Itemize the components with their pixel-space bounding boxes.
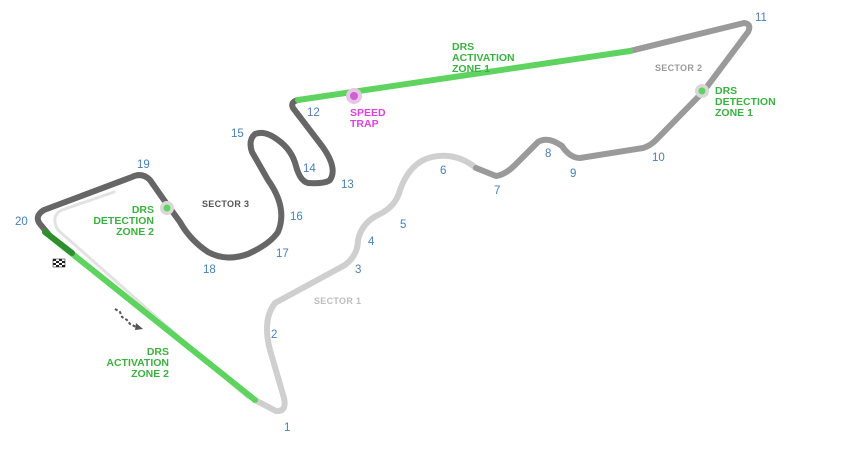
turn-20-label: 20 xyxy=(15,216,28,228)
drs-activation-1-line-1: DRS xyxy=(452,41,474,53)
drs-detection-dot-1 xyxy=(698,87,706,95)
turn-17-label: 17 xyxy=(276,248,289,260)
drs-detection-2-line-2: DETECTION xyxy=(93,215,154,227)
drs-activation-2-line-2: ACTIVATION xyxy=(106,357,169,369)
speed-trap-line-2: TRAP xyxy=(350,118,379,130)
drs-activation-2-line-3: ZONE 2 xyxy=(131,368,169,380)
sector-2-track xyxy=(473,20,753,179)
turn-16-label: 16 xyxy=(290,211,303,223)
drs-detection-dot-2 xyxy=(163,204,171,212)
chequered-flag-icon xyxy=(52,258,66,268)
turn-11-label: 11 xyxy=(755,12,767,24)
turn-4-label: 4 xyxy=(368,236,375,248)
turn-2-label: 2 xyxy=(271,329,277,341)
drs-activation-1-line-2: ACTIVATION xyxy=(452,52,515,64)
drs-detection-1-line-2: DETECTION xyxy=(715,96,776,108)
turn-6-label: 6 xyxy=(440,165,446,177)
sector-3-label: SECTOR 3 xyxy=(202,199,249,209)
drs-detection-zone-2-label: DRS DETECTION ZONE 2 xyxy=(93,204,154,238)
drs-activation-zone-2-label: DRS ACTIVATION ZONE 2 xyxy=(106,346,169,380)
drs-activation-zone-1-label: DRS ACTIVATION ZONE 1 xyxy=(452,41,515,75)
drs-detection-2-line-3: ZONE 2 xyxy=(116,226,154,238)
sector-1-label: SECTOR 1 xyxy=(314,296,361,306)
drs-activation-2-line-1: DRS xyxy=(147,346,169,358)
sector-1-track xyxy=(252,152,479,415)
speed-trap-line-1: SPEED xyxy=(350,107,386,119)
pit-lane xyxy=(53,190,250,400)
drs-detection-1-line-3: ZONE 1 xyxy=(715,107,753,119)
sector-3-track xyxy=(34,97,336,261)
turn-18-label: 18 xyxy=(203,264,216,276)
turn-8-label: 8 xyxy=(545,148,551,160)
turn-13-label: 13 xyxy=(341,179,354,191)
drs-activation-1-line-3: ZONE 1 xyxy=(452,63,490,75)
speed-trap-dot xyxy=(350,92,358,100)
turn-9-label: 9 xyxy=(570,168,576,180)
drs-detection-zone-1-label: DRS DETECTION ZONE 1 xyxy=(715,85,776,119)
drs-activation-zone-2 xyxy=(42,229,258,403)
drs-detection-2-line-1: DRS xyxy=(132,204,154,216)
turn-3-label: 3 xyxy=(355,264,361,276)
turn-1-label: 1 xyxy=(284,422,290,434)
race-direction-arrow-icon xyxy=(114,308,143,330)
start-finish-segment xyxy=(42,229,75,256)
turn-15-label: 15 xyxy=(231,128,244,140)
turn-19-label: 19 xyxy=(137,159,150,171)
turn-12-label: 12 xyxy=(307,107,320,119)
speed-trap-label: SPEED TRAP xyxy=(350,107,386,130)
turn-5-label: 5 xyxy=(400,219,406,231)
turn-14-label: 14 xyxy=(303,163,316,175)
turn-7-label: 7 xyxy=(494,185,500,197)
drs-detection-1-line-1: DRS xyxy=(715,85,737,97)
turn-10-label: 10 xyxy=(652,152,665,164)
sector-2-label: SECTOR 2 xyxy=(655,63,702,73)
